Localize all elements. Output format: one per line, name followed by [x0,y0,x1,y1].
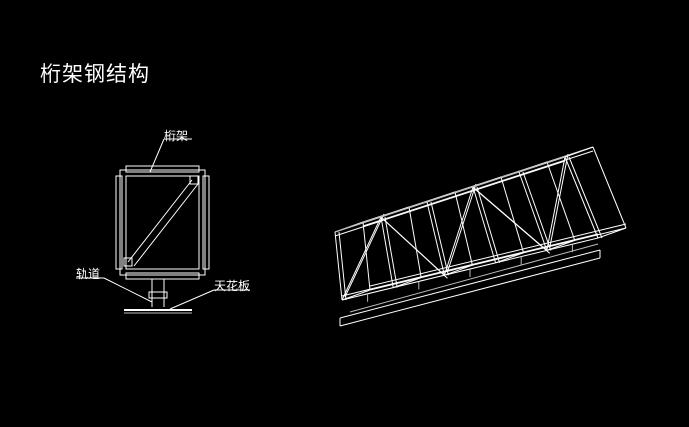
back-vertical-0 [362,221,371,291]
back-bottom-chord-inner [369,223,627,287]
section-diagonal-a [127,179,193,263]
isometric-truss [334,146,627,327]
ceiling-leader [169,289,215,310]
section-bottom-chord [125,272,200,280]
front-vertical-inner-1 [384,216,398,288]
front-diagonal-0 [341,216,382,301]
top-cross-diagonal-1 [408,201,428,208]
rail-bottom [339,257,601,327]
rail-clamp [148,291,168,299]
front-vertical-1 [380,216,394,288]
bottom-strut-1 [393,277,422,289]
back-vertical-3 [500,176,525,253]
back-vertical-1 [408,206,422,278]
back-vertical-2 [454,191,473,266]
front-vertical-4 [518,171,548,251]
front-diagonal-inner-0 [344,213,385,298]
drawing-title: 桁架钢结构 [40,62,150,86]
section-inner-frame [125,175,200,270]
rail-flange [349,243,599,313]
back-vertical-4 [546,161,576,241]
section-right-chord [202,175,210,270]
top-cross-diagonal-4 [546,156,566,163]
back-vertical-5 [592,146,627,229]
bottom-strut-5 [597,227,627,239]
bottom-strut-4 [546,239,575,251]
truss-label: 桁架 [164,129,189,143]
bottom-strut-3 [495,252,524,264]
section-diagonal-b [133,183,199,267]
front-vertical-3 [472,186,497,263]
rail-leader [103,277,153,303]
section-gusset-low [123,257,133,267]
front-diagonal-2 [443,186,474,276]
front-vertical-inner-0 [338,231,347,301]
front-top-chord-inner [334,160,566,237]
front-vertical-inner-5 [568,156,603,239]
ceiling-panel-label: 天花板 [214,279,251,293]
back-top-chord-inner [362,150,594,227]
truss-leader [149,138,165,173]
front-vertical-inner-2 [430,201,449,276]
front-diagonal-inner-3 [475,189,551,254]
section-top-chord [125,165,200,173]
front-diagonal-inner-2 [446,183,477,273]
rail-top [339,249,601,319]
front-diagonal-inner-1 [383,219,448,279]
front-bottom-chord-inner [341,233,599,297]
front-diagonal-inner-4 [549,153,569,248]
top-cross-diagonal-2 [454,186,474,193]
front-vertical-inner-3 [476,186,501,263]
top-cross-diagonal-3 [500,171,520,178]
front-diagonal-4 [546,156,566,251]
front-vertical-inner-4 [522,171,552,251]
section-left-chord [115,175,123,270]
rail-label: 轨道 [76,267,101,281]
front-vertical-0 [334,231,343,301]
section-outer-frame [119,169,206,276]
top-cross-diagonal-0 [362,216,382,223]
bottom-strut-2 [444,264,473,276]
front-vertical-5 [564,156,599,239]
front-vertical-2 [426,201,445,276]
section-gusset-high [189,175,199,185]
top-strut-5 [564,146,594,158]
bottom-strut-0 [341,289,371,301]
